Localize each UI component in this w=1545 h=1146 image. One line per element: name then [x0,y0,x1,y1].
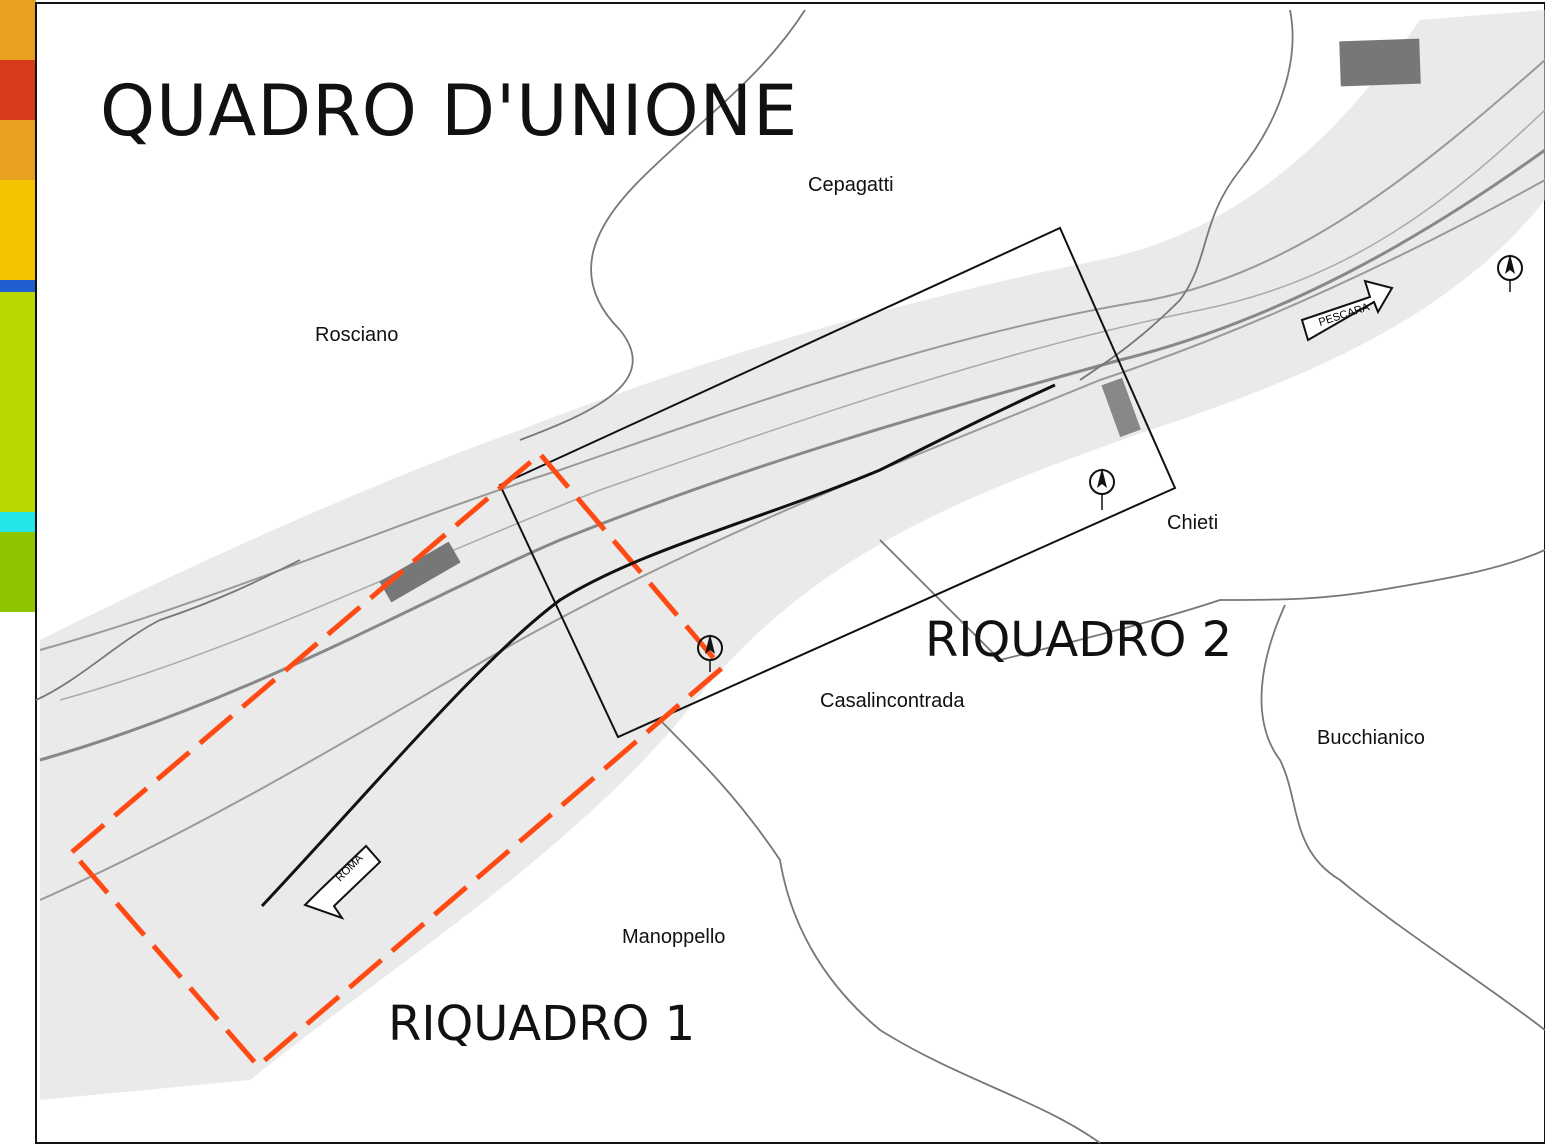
town-label-manoppello: Manoppello [622,926,726,948]
strip-color-4 [0,180,36,280]
municipal-boundaries [35,9,1545,1144]
town-label-chieti: Chieti [1167,512,1219,534]
strip-color-5 [0,280,36,292]
strip-color-3 [0,120,36,180]
route-alignment [260,383,1056,908]
town-label-cepagatti: Cepagatti [808,174,894,196]
town-label-casalincontrada: Casalincontrada [820,690,965,712]
map-frame [35,2,1545,1144]
left-color-strip [0,0,36,612]
riquadro-1-label: RIQUADRO 1 [388,996,696,1052]
north-arrow-icon [1497,254,1523,292]
riquadro-2-label: RIQUADRO 2 [925,612,1233,668]
north-arrow-icon [1089,468,1115,510]
map-title: QUADRO D'UNIONE [100,70,799,152]
strip-color-1 [0,0,36,60]
strip-color-7 [0,512,36,532]
town-label-bucchianico: Bucchianico [1317,727,1425,749]
strip-color-8 [0,532,36,612]
strip-color-2 [0,60,36,120]
riquadro-1-frame[interactable] [68,450,726,1070]
valley-band [39,10,1545,1100]
town-label-rosciano: Rosciano [315,324,399,346]
strip-color-6 [0,292,36,512]
north-arrow-icon [697,634,723,672]
riquadro-2-frame[interactable] [498,226,1177,739]
